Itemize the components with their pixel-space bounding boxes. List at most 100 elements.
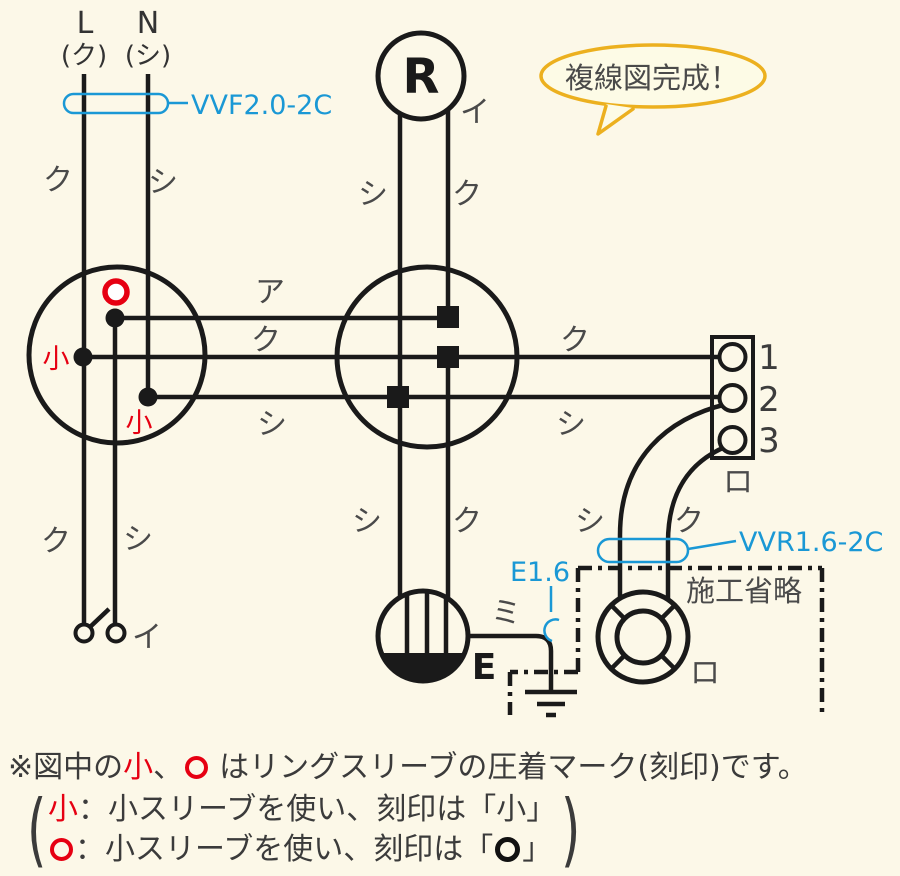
vvf-cable-label: VVF2.0-2C [191,90,332,121]
lamp-r-letter: R [403,49,440,105]
wire-label-k-mid-low: ク [452,504,482,539]
wire-label-k-sw: ク [41,524,71,559]
cable-markers: VVF2.0-2C VVR1.6-2C E1.6 [62,90,883,643]
earth-cable-label: E1.6 [510,557,570,588]
legend-close-paren: ) [561,783,581,876]
crimp-dot-bottom [138,387,158,407]
crimp-dot-left [73,347,93,367]
terminal-number-1: 1 [758,338,780,378]
legend-small-mark: 小 [48,792,78,827]
lamp-receptacle-r: R [375,30,467,122]
crimp-mark-o-icon [102,278,130,306]
earth-device-slots [404,591,449,653]
vvr-leader [687,539,737,551]
crimp-note-legend: ( 小：小スリーブを使い、刻印は「小」 ：小スリーブを使い、刻印は「」 ) [22,790,808,870]
power-source-labels: L N (ク) (シ) [61,6,171,71]
stamp-o-icon [495,837,521,862]
ceiling-lamp-label: ロ [690,656,720,691]
lamp-ro-spokes [609,603,677,671]
legend-open-paren: ( [26,783,47,876]
wire-label-s-mid-low: シ [352,504,382,539]
note-line1-comma: 、 [153,750,184,785]
construction-omitted-label: 施工省略 [686,574,802,608]
wire-labels: ク シ ア ク シ シ ク イ ク シ シ ク シ ク ミ ク シ イ [41,95,704,655]
construction-omitted-boundary: 施工省略 ロ [507,565,825,715]
wire-terminal2-to-lamp [617,401,728,598]
wire-label-s-sw: シ [123,522,153,557]
legend-lines: 小：小スリーブを使い、刻印は「小」 ：小スリーブを使い、刻印は「」 [48,790,556,870]
connector-square-2 [437,346,459,368]
terminal-number-2: 2 [758,380,780,420]
wire-label-s-mid: シ [257,407,287,442]
ground-bars [525,689,577,718]
legend-small-text: ：小スリーブを使い、刻印は「小」 [78,792,557,827]
switch-mark: イ [132,620,162,655]
wire-label-n-top: シ [148,165,178,200]
note-line1-rest: はリングスリーブの圧着マーク(刻印)です。 [219,750,808,785]
lamp-ro-outer [595,589,691,685]
vvr-cable-label: VVR1.6-2C [739,527,883,558]
crimp-mark-small-left: 小 [43,344,70,375]
connector-square-3 [387,386,409,408]
switch-contact-left [73,622,95,644]
terminal-block: 1 2 3 ロ [710,335,780,500]
switch-i [73,607,127,644]
note-line1-prefix: ※図中の [8,750,124,785]
wiring-diagram: R E 1 2 3 ロ 小 小 [26,6,883,718]
wire-label-k-mid: ク [251,323,281,358]
speech-bubble-body [539,43,767,109]
junction-box-left [26,264,208,446]
wire-label-s-term: シ [556,407,586,442]
terminal-block-device-label: ロ [723,465,753,500]
crimp-note-line1: ※図中の小、はリングスリーブの圧着マーク(刻印)です。 [8,748,808,788]
speech-bubble-text: 複線図完成！ [565,61,739,95]
crimp-mark-small-bottom: 小 [126,408,153,439]
vvf-cable-marker-icon [62,92,170,115]
wire-label-l-top: ク [43,163,73,198]
source-l-label: L [77,6,94,41]
connector-squares [387,306,459,408]
switch-lever [88,607,111,629]
ground-symbol [525,689,577,718]
junction-box-middle [334,264,520,450]
source-n-phase-label: (シ) [125,41,171,71]
switch-contact-right [105,622,127,644]
wire-label-earth-mi: ミ [491,596,521,631]
wire-label-k-term: ク [560,323,590,358]
speech-bubble-tail-outline [596,104,635,136]
legend-line-small: 小：小スリーブを使い、刻印は「小」 [48,790,556,830]
source-n-label: N [137,6,159,41]
terminal-number-3: 3 [758,421,780,461]
lamp-r-switch-mark: イ [460,95,490,130]
crimp-mark-o-icon [50,838,73,861]
earth-device-filled-segment [381,653,465,682]
vvr-cable-marker-icon [596,537,690,564]
terminal-block-body [710,335,755,460]
earth-device-letter: E [472,647,497,688]
connector-square-1 [437,306,459,328]
wire-label-k-r-leg: ク [452,177,482,212]
crimp-joints: 小 小 [43,278,158,439]
terminal-1-screw [717,342,748,372]
terminal-2-screw [717,383,748,413]
speech-bubble: 複線図完成！ [539,43,767,136]
earth-terminal-device: E [375,588,497,688]
crimp-mark-o-icon [185,756,209,779]
crimp-dot-top [105,308,125,328]
terminal-3-screw [717,425,748,455]
note-line1-small-mark: 小 [123,750,154,785]
earth-cable-curl-icon [543,618,560,643]
legend-o-close: 」 [522,832,553,867]
dashdot-border [507,565,825,715]
wire-label-s-r-leg: シ [358,177,388,212]
wire-earth-ground [468,633,554,692]
ceiling-lamp-ro [595,589,691,685]
wire-label-k-lamp: ク [674,504,704,539]
wire-label-s-lamp: シ [575,504,605,539]
crimp-note: ※図中の小、はリングスリーブの圧着マーク(刻印)です。 ( 小：小スリーブを使い… [8,748,808,870]
wire-label-a: ア [255,275,285,310]
source-l-phase-label: (ク) [61,41,107,71]
legend-line-o: ：小スリーブを使い、刻印は「」 [48,830,556,870]
legend-o-text: ：小スリーブを使い、刻印は「 [75,832,494,867]
lamp-ro-inner [614,608,672,666]
